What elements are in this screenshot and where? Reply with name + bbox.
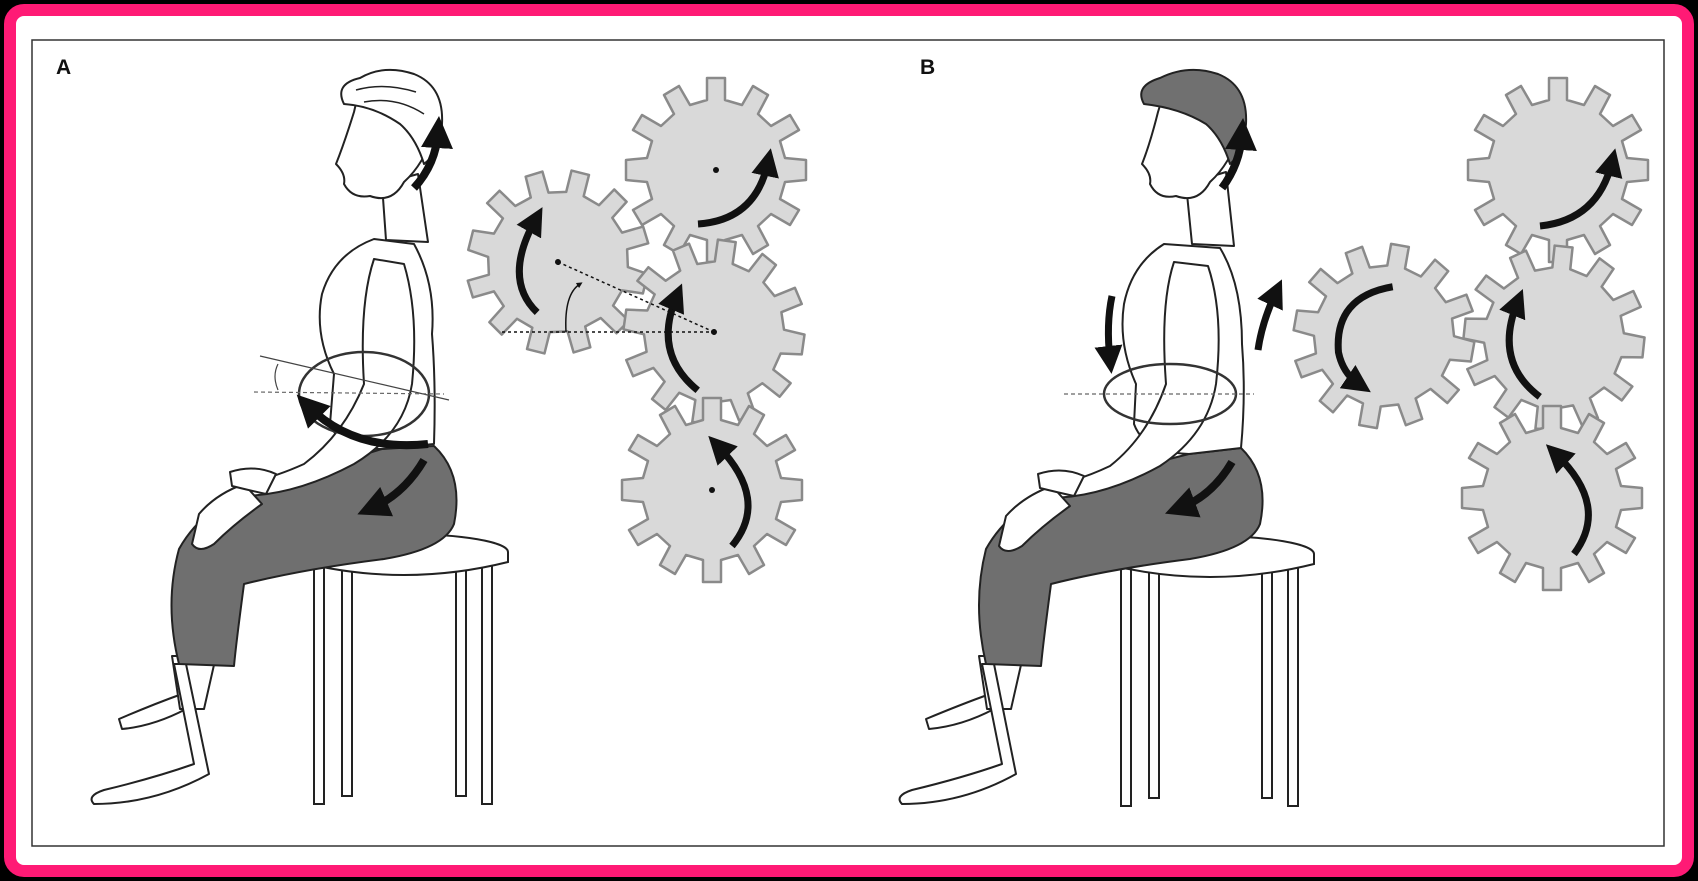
figure-frame: A [4,4,1694,877]
panel-b-label: B [920,56,935,79]
chest-down-arrow-b [1108,296,1112,360]
panel-a-label: A [56,56,71,79]
inner-border [32,40,1664,846]
